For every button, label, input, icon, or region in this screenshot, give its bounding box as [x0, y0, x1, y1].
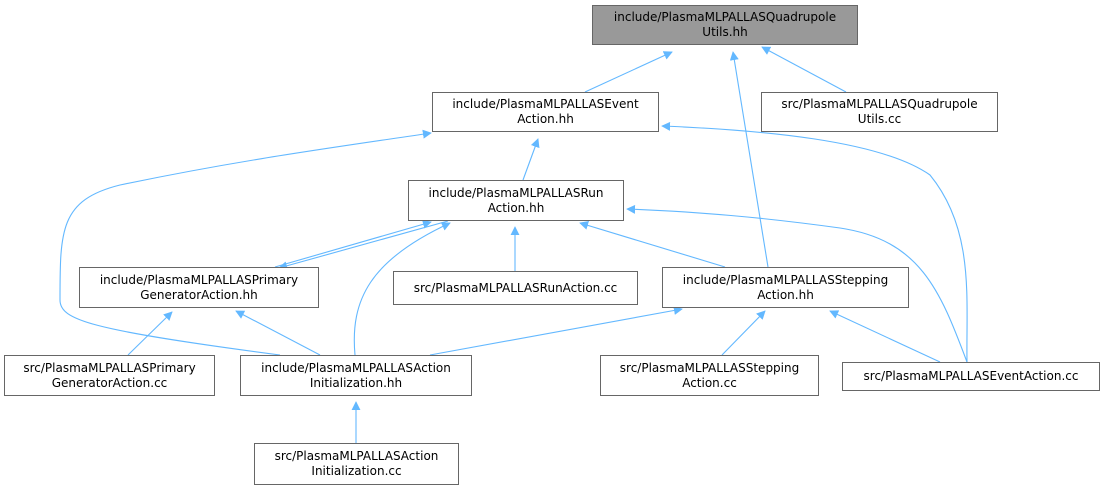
- node-label: GeneratorAction.hh: [140, 287, 258, 302]
- edge-action_init_hh-to-primary_gen_hh: [235, 310, 321, 356]
- node-label: Utils.hh: [702, 25, 748, 39]
- node-label: include/PlasmaMLPALLASAction: [261, 360, 451, 375]
- node-label: include/PlasmaMLPALLASQuadrupole: [613, 10, 837, 24]
- node-stepping-action-hh[interactable]: include/PlasmaMLPALLASStepping Action.hh: [662, 267, 909, 308]
- node-primary-generator-action-cc[interactable]: src/PlasmaMLPALLASPrimary GeneratorActio…: [4, 355, 215, 396]
- edge-event_action_cc-to-run_action_hh: [626, 204, 968, 363]
- node-label: include/PlasmaMLPALLASEvent: [452, 97, 639, 111]
- node-label: src/PlasmaMLPALLASPrimary: [23, 360, 196, 375]
- edge-stepping_cc-to-stepping_hh: [721, 310, 766, 356]
- node-event-action-cc[interactable]: src/PlasmaMLPALLASEventAction.cc: [842, 362, 1100, 391]
- edge-action_init_hh-to-stepping_hh: [429, 306, 683, 356]
- node-stepping-action-cc[interactable]: src/PlasmaMLPALLASStepping Action.cc: [600, 355, 819, 396]
- edge-action_init_hh-to-event_action_hh: [59, 129, 432, 356]
- edge-event_action_hh-to-quad_utils_hh: [584, 51, 673, 93]
- node-label: src/PlasmaMLPALLASStepping: [619, 360, 800, 375]
- node-quadrupole-utils-cc[interactable]: src/PlasmaMLPALLASQuadrupole Utils.cc: [761, 92, 998, 132]
- node-label: Utils.cc: [857, 112, 902, 126]
- node-run-action-hh[interactable]: include/PlasmaMLPALLASRun Action.hh: [408, 180, 624, 221]
- node-label: include/PlasmaMLPALLASStepping: [682, 272, 889, 287]
- edge-action_init_hh-to-run_action_hh: [353, 222, 451, 356]
- edge-event_action_cc-to-stepping_hh: [829, 310, 941, 363]
- edge-run_action_hh-to-event_action_hh: [522, 138, 540, 181]
- edge-stepping_hh-to-quad_utils_hh: [729, 51, 769, 268]
- node-label: src/PlasmaMLPALLASEventAction.cc: [863, 369, 1079, 383]
- node-label: src/PlasmaMLPALLASRunAction.cc: [413, 280, 618, 295]
- edge-stepping_hh-to-run_action_hh: [579, 221, 726, 268]
- node-label: Action.hh: [757, 287, 814, 302]
- node-label: src/PlasmaMLPALLASQuadrupole: [781, 97, 978, 111]
- edge-run_action_hh-to-primary_gen_hh: [278, 220, 449, 271]
- node-primary-generator-action-hh[interactable]: include/PlasmaMLPALLASPrimary GeneratorA…: [79, 267, 319, 308]
- node-label: Action.hh: [487, 200, 545, 215]
- node-run-action-cc[interactable]: src/PlasmaMLPALLASRunAction.cc: [393, 271, 638, 305]
- node-label: include/PlasmaMLPALLASPrimary: [99, 272, 299, 287]
- node-event-action-hh[interactable]: include/PlasmaMLPALLASEvent Action.hh: [432, 92, 659, 132]
- edge-primary_gen_cc-to-primary_gen_hh: [127, 311, 173, 356]
- edge-primary_gen_hh-to-run_action_hh: [274, 219, 432, 268]
- node-label: src/PlasmaMLPALLASAction: [274, 449, 439, 463]
- node-action-initialization-hh[interactable]: include/PlasmaMLPALLASAction Initializat…: [240, 355, 472, 396]
- edge-event_action_cc-to-event_action_hh: [661, 121, 968, 363]
- node-label: Initialization.hh: [309, 375, 403, 390]
- node-quadrupole-utils-hh: include/PlasmaMLPALLASQuadrupole Utils.h…: [592, 5, 858, 45]
- node-label: Initialization.cc: [311, 464, 402, 478]
- node-label: include/PlasmaMLPALLASRun: [428, 185, 604, 200]
- edge-quad_utils_cc-to-quad_utils_hh: [761, 46, 847, 93]
- node-label: Action.cc: [682, 375, 737, 390]
- node-action-initialization-cc[interactable]: src/PlasmaMLPALLASAction Initialization.…: [254, 443, 459, 485]
- node-label: Action.hh: [517, 112, 574, 126]
- node-label: GeneratorAction.cc: [51, 375, 168, 390]
